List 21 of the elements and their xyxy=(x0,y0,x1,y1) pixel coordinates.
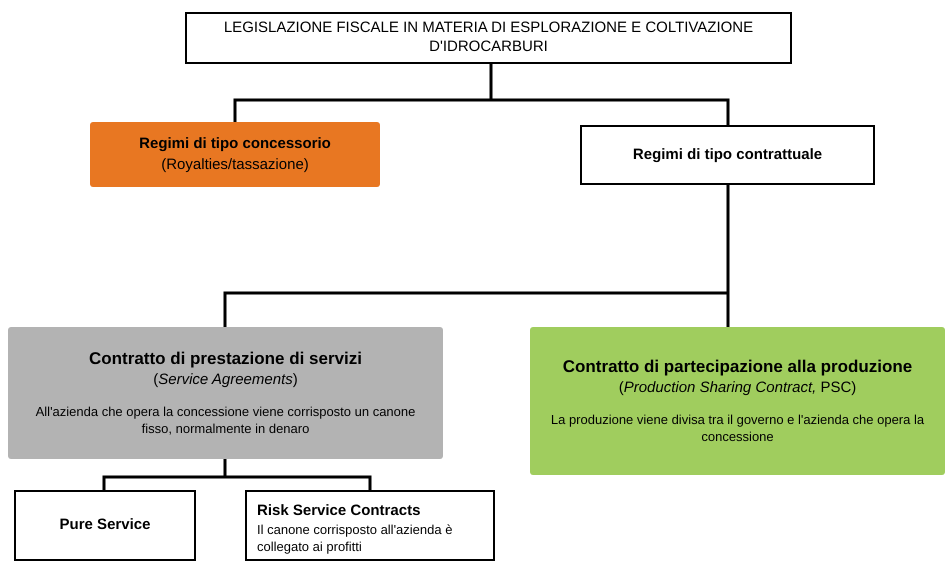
box-heading: Regimi di tipo contrattuale xyxy=(632,146,822,164)
box-description: (Royalties/tassazione) xyxy=(161,154,309,174)
box-heading: Risk Service Contracts xyxy=(257,502,420,521)
box-heading: Contratto di partecipazione alla produzione xyxy=(562,356,912,378)
category-box xyxy=(14,490,196,561)
box-description: All'azienda che opera la concessione viene corrisposto un canone fisso, normalmente in denaro xyxy=(34,404,416,438)
box-description: La produzione viene divisa tra il governo e l'azienda che opera la concessione xyxy=(550,412,926,446)
box-heading: LEGISLAZIONE FISCALE IN MATERIA DI ESPLORAZIONE E COLTIVAZIONE D'IDROCARBURI xyxy=(222,19,754,57)
category-box xyxy=(245,490,495,561)
box-subtitle: (Service Agreements) xyxy=(153,370,298,390)
box-heading: Contratto di prestazione di servizi xyxy=(89,348,362,370)
category-box xyxy=(530,327,945,475)
title-box xyxy=(185,12,792,64)
category-box xyxy=(580,125,875,185)
category-box xyxy=(90,122,380,187)
box-description: Il canone corrisposto all'azienda è collegato ai profitti xyxy=(257,522,454,556)
box-subtitle: (Production Sharing Contract, PSC) xyxy=(618,378,856,398)
connector-line xyxy=(490,64,730,125)
box-heading: Pure Service xyxy=(60,516,150,535)
category-box xyxy=(8,327,443,459)
box-heading: Regimi di tipo concessorio xyxy=(139,134,331,154)
